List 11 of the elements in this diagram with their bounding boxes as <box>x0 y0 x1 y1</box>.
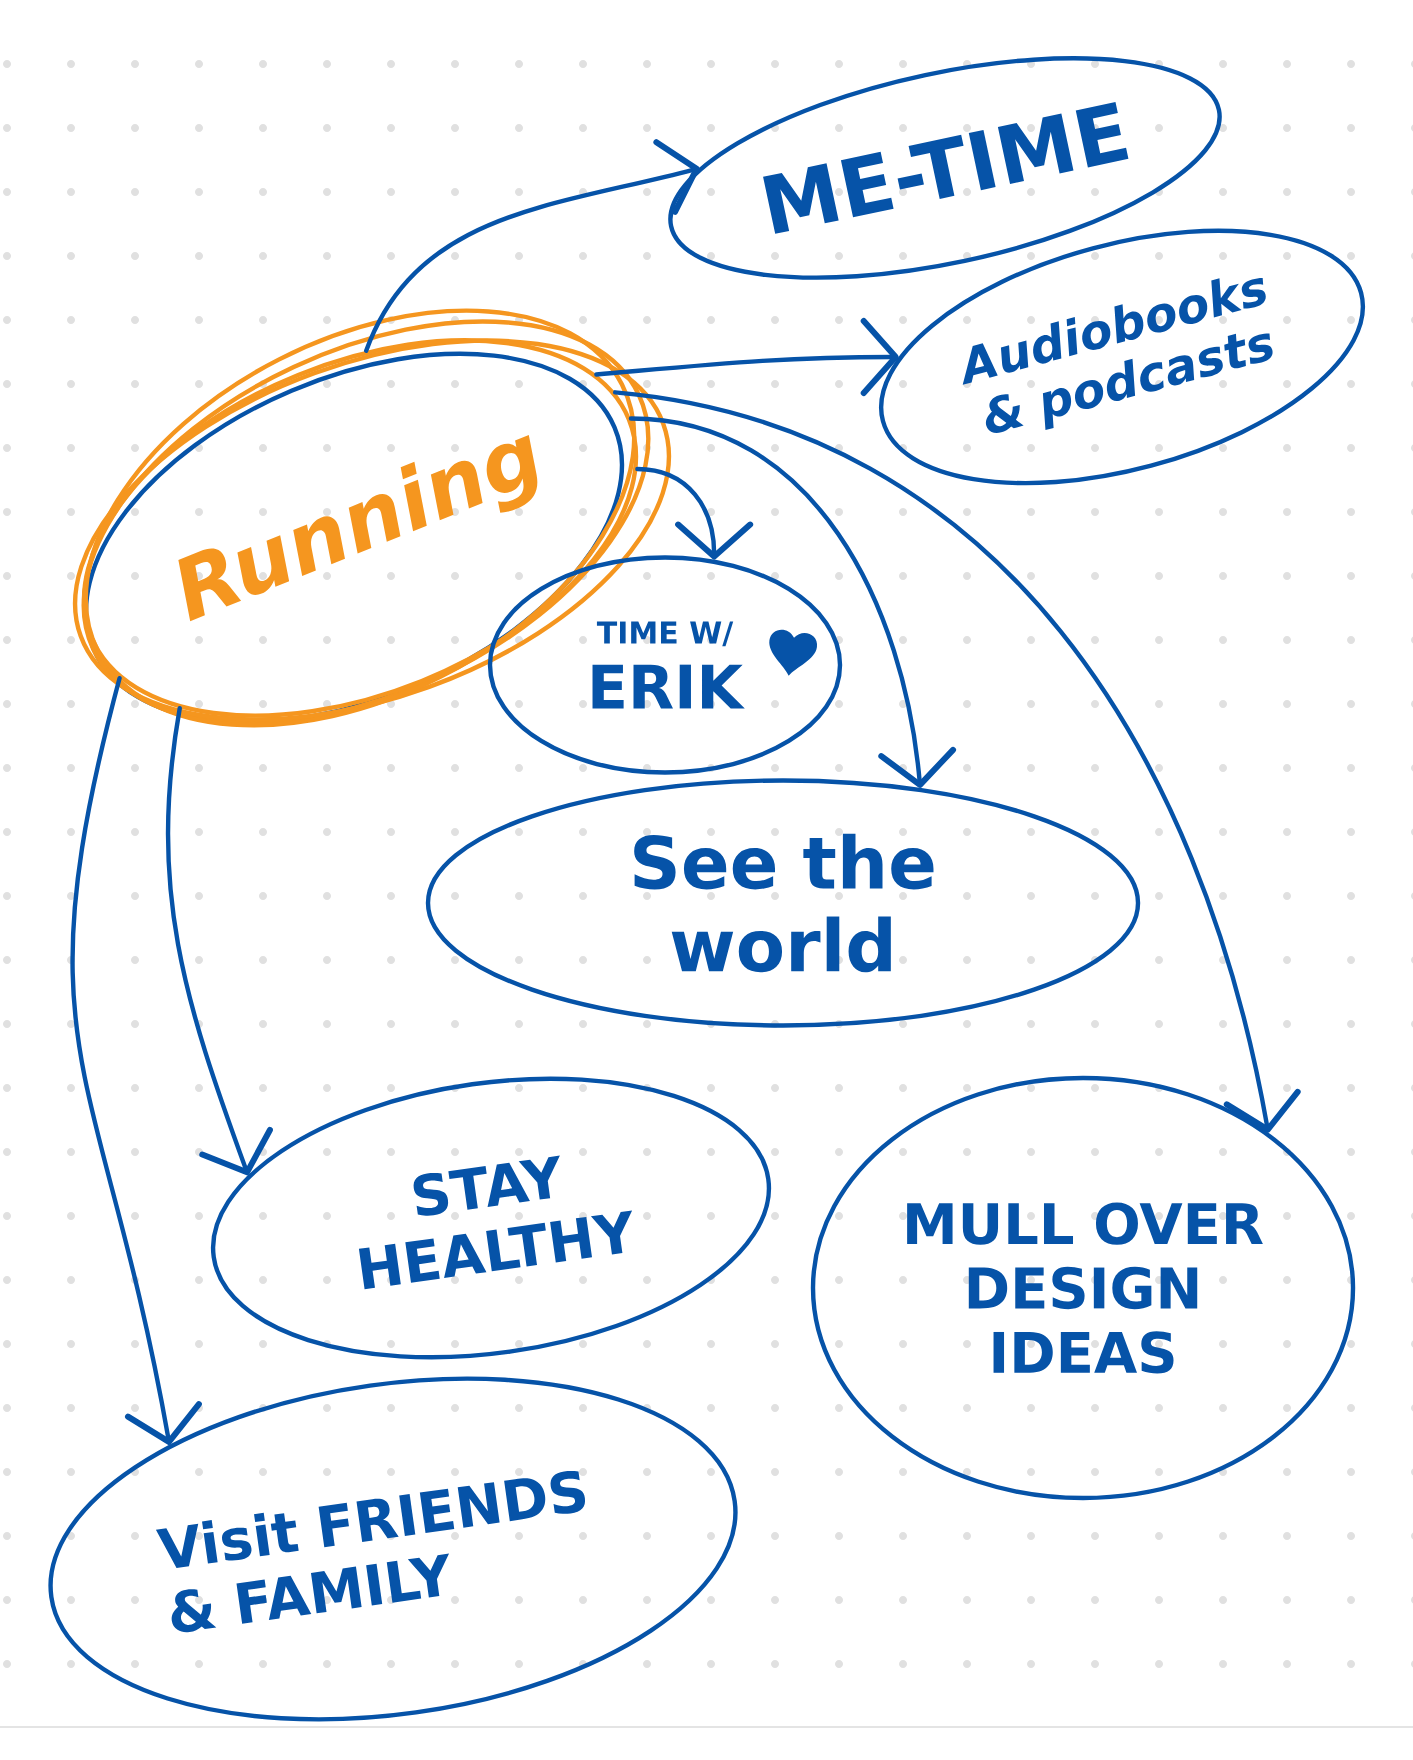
topic-bubble: See the world <box>425 778 1141 1028</box>
topic-bubble: MULL OVER DESIGN IDEAS <box>810 1075 1356 1501</box>
arrow <box>70 676 202 1445</box>
arrow <box>594 318 899 396</box>
topic-bubble: TIME W/ ERIK <box>487 555 843 775</box>
arrow <box>612 390 1301 1133</box>
topic-bubble: STAY HEALTHY <box>211 1076 771 1360</box>
arrow <box>628 416 957 788</box>
arrow <box>165 706 273 1176</box>
topic-bubble: Visit FRIENDS & FAMILY <box>49 1376 737 1722</box>
arrow <box>364 139 700 353</box>
